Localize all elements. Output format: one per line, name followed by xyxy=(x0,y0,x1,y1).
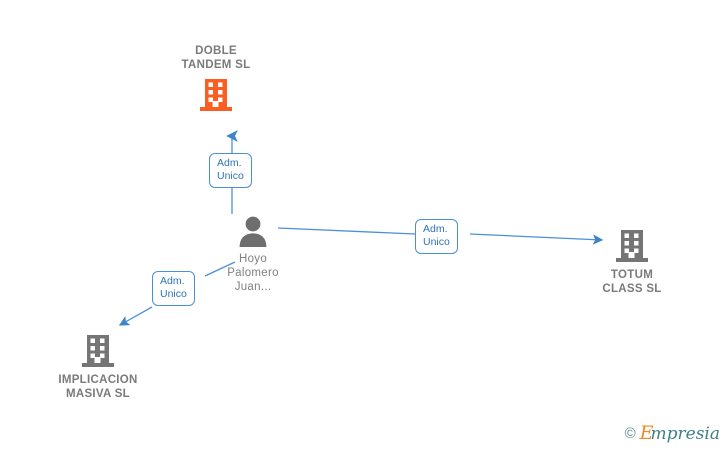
watermark-brand-initial: E xyxy=(639,422,654,444)
watermark-brand-rest: mpresia xyxy=(650,424,721,444)
node-label-totum-class: TOTUM CLASS SL xyxy=(602,269,662,295)
watermark: © E mpresia xyxy=(625,424,720,443)
edge-to-totum-class xyxy=(277,227,604,245)
edge-label-implicacion-masiva[interactable]: Adm. Unico xyxy=(152,271,195,306)
node-label-hoyo-palomero: Hoyo Palomero Juan... xyxy=(227,253,279,293)
edge-label-doble-tandem[interactable]: Adm. Unico xyxy=(209,153,252,188)
node-doble-tandem[interactable]: DOBLE TANDEM SL xyxy=(141,44,291,113)
copyright-icon: © xyxy=(624,425,636,442)
node-label-doble-tandem: DOBLE TANDEM SL xyxy=(181,45,251,71)
node-label-implicacion-masiva: IMPLICACION MASIVA SL xyxy=(58,374,138,400)
person-icon xyxy=(178,214,328,248)
node-hoyo-palomero[interactable]: Hoyo Palomero Juan... xyxy=(178,214,328,294)
edge-to-implicacion-masiva xyxy=(118,261,236,326)
node-totum-class[interactable]: TOTUM CLASS SL xyxy=(557,228,707,296)
node-implicacion-masiva[interactable]: IMPLICACION MASIVA SL xyxy=(23,333,173,401)
building-icon xyxy=(141,77,291,113)
edge-label-totum-class[interactable]: Adm. Unico xyxy=(415,219,458,254)
building-icon xyxy=(23,333,173,369)
building-icon xyxy=(557,228,707,264)
